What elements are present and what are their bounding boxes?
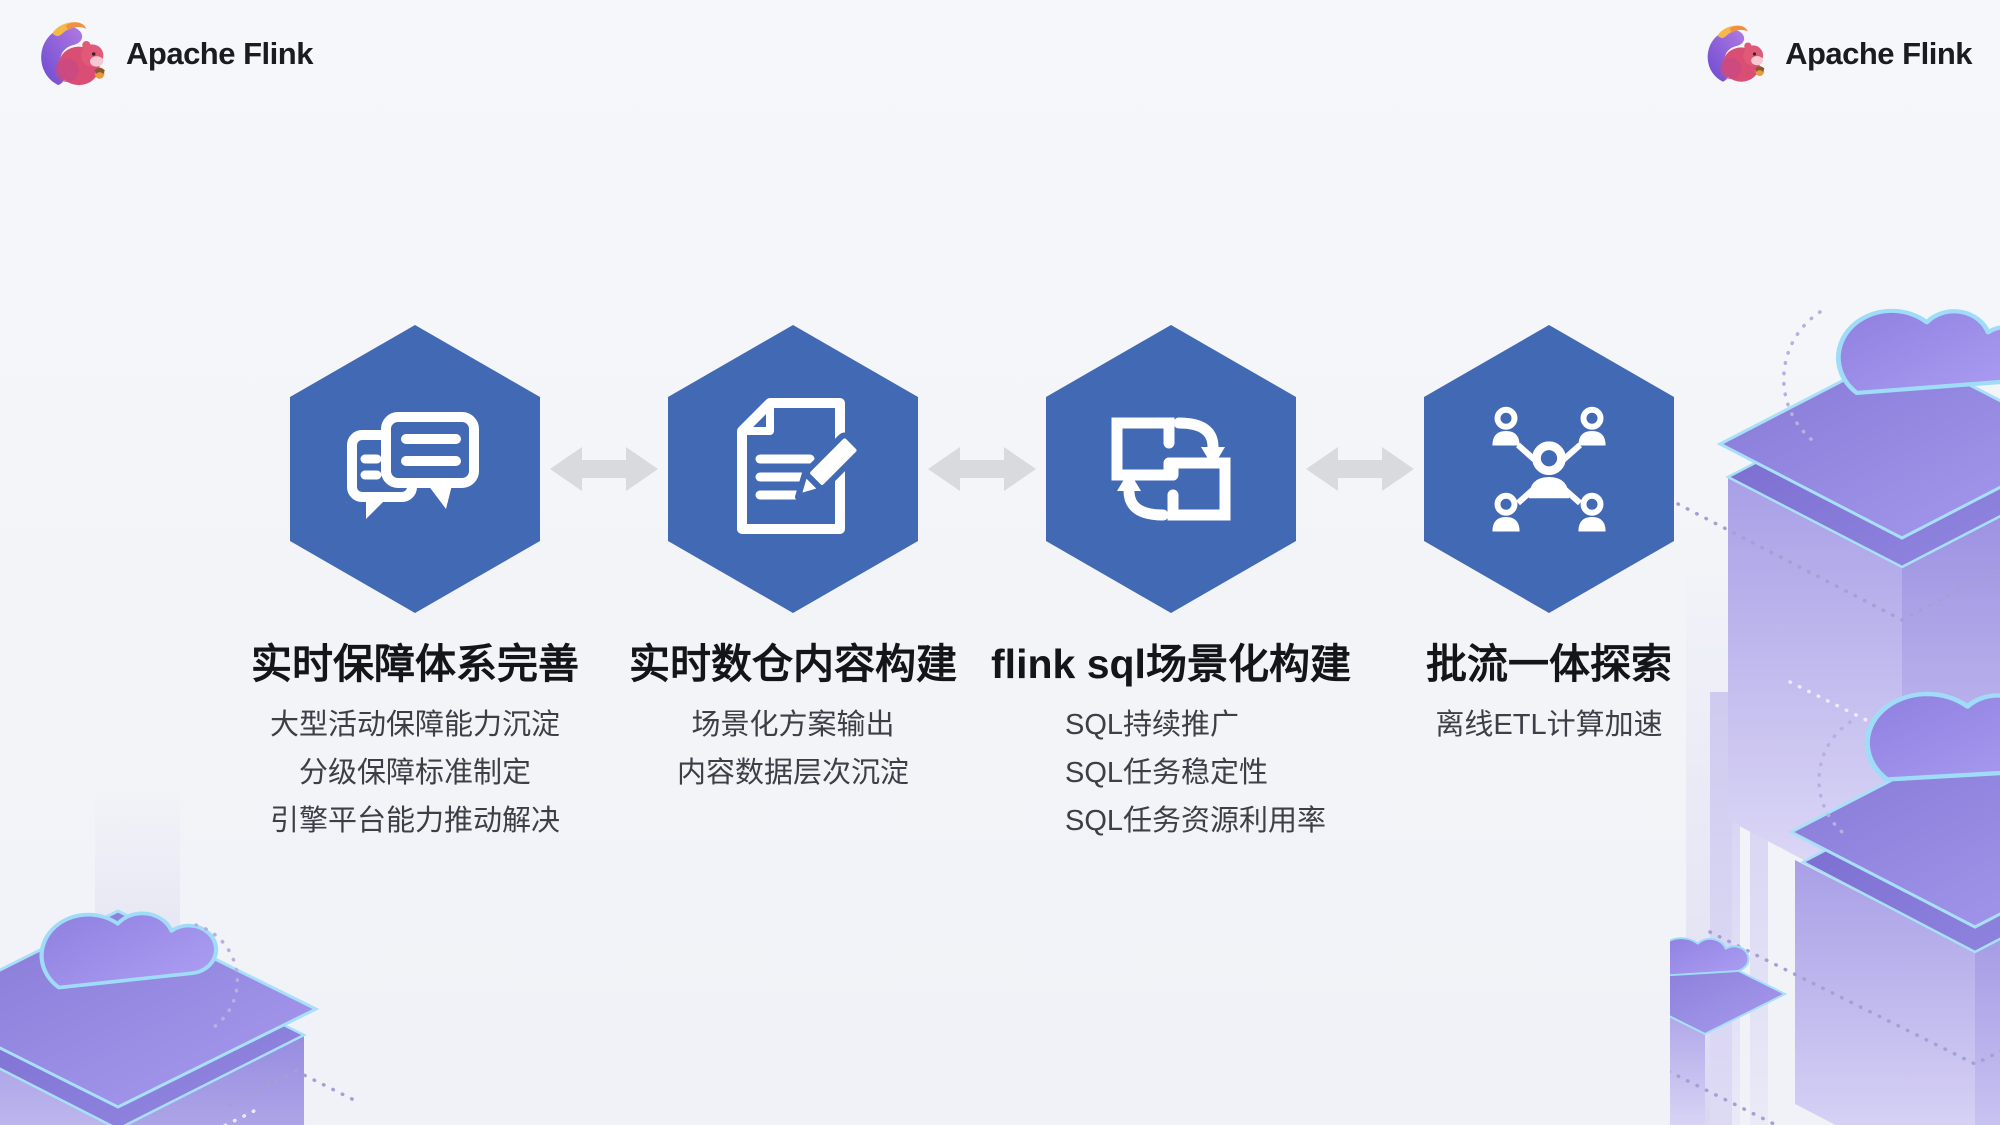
column-title: 实时保障体系完善 (251, 641, 579, 687)
bullet-line: 分级保障标准制定 (298, 757, 531, 789)
document-edit-icon (737, 398, 863, 534)
column-title: 实时数仓内容构建 (629, 641, 957, 687)
column-bullets: 大型活动保障能力沉淀 分级保障标准制定 引擎平台能力推动解决 (225, 701, 605, 845)
column-title: flink sql场景化构建 (991, 641, 1351, 687)
isometric-cloud-illustration-left (0, 863, 360, 1125)
hexagon-tile (668, 325, 918, 613)
hexagon-tile (290, 325, 540, 613)
flink-squirrel-icon (41, 22, 105, 86)
step-column-batch-stream: 批流一体探索 离线ETL计算加速 (1359, 325, 1739, 749)
bidirectional-arrow-icon (928, 447, 1036, 491)
faint-pillar-decoration (95, 790, 180, 1125)
bullet-line: SQL持续推广 (1065, 709, 1240, 741)
hexagon-tile (1424, 325, 1674, 613)
hexagon-tile (1046, 325, 1296, 613)
flink-logo-right: Apache Flink (1703, 18, 1972, 90)
chat-bubbles-icon (347, 412, 479, 519)
bullet-line: SQL任务资源利用率 (1065, 805, 1327, 837)
column-bullets: 离线ETL计算加速 (1359, 701, 1739, 749)
flink-squirrel-icon (1707, 25, 1765, 82)
bullet-line: 离线ETL计算加速 (1435, 709, 1663, 741)
bullet-line: 大型活动保障能力沉淀 (269, 709, 560, 741)
column-bullets: 场景化方案输出 内容数据层次沉淀 (603, 701, 983, 797)
flink-logo-left: Apache Flink (36, 14, 313, 94)
bullet-line: 内容数据层次沉淀 (676, 757, 909, 789)
sync-squares-icon (1111, 417, 1231, 521)
flink-logo-text: Apache Flink (126, 36, 313, 71)
step-column-realtime-guarantee: 实时保障体系完善 大型活动保障能力沉淀 分级保障标准制定 引擎平台能力推动解决 (225, 325, 605, 845)
column-bullets: SQL持续推广 SQL任务稳定性 SQL任务资源利用率 (981, 701, 1361, 845)
column-title: 批流一体探索 (1426, 641, 1672, 687)
step-column-flink-sql: flink sql场景化构建 SQL持续推广 SQL任务稳定性 SQL任务资源利… (981, 325, 1361, 845)
step-column-realtime-warehouse: 实时数仓内容构建 场景化方案输出 内容数据层次沉淀 (603, 325, 983, 797)
bidirectional-arrow-icon (1306, 447, 1414, 491)
bullet-line: 引擎平台能力推动解决 (269, 805, 560, 837)
bullet-line: SQL任务稳定性 (1065, 757, 1269, 789)
flink-logo-text: Apache Flink (1785, 36, 1972, 71)
bullet-line: 场景化方案输出 (691, 709, 895, 741)
people-network-icon (1492, 406, 1606, 532)
bidirectional-arrow-icon (550, 447, 658, 491)
